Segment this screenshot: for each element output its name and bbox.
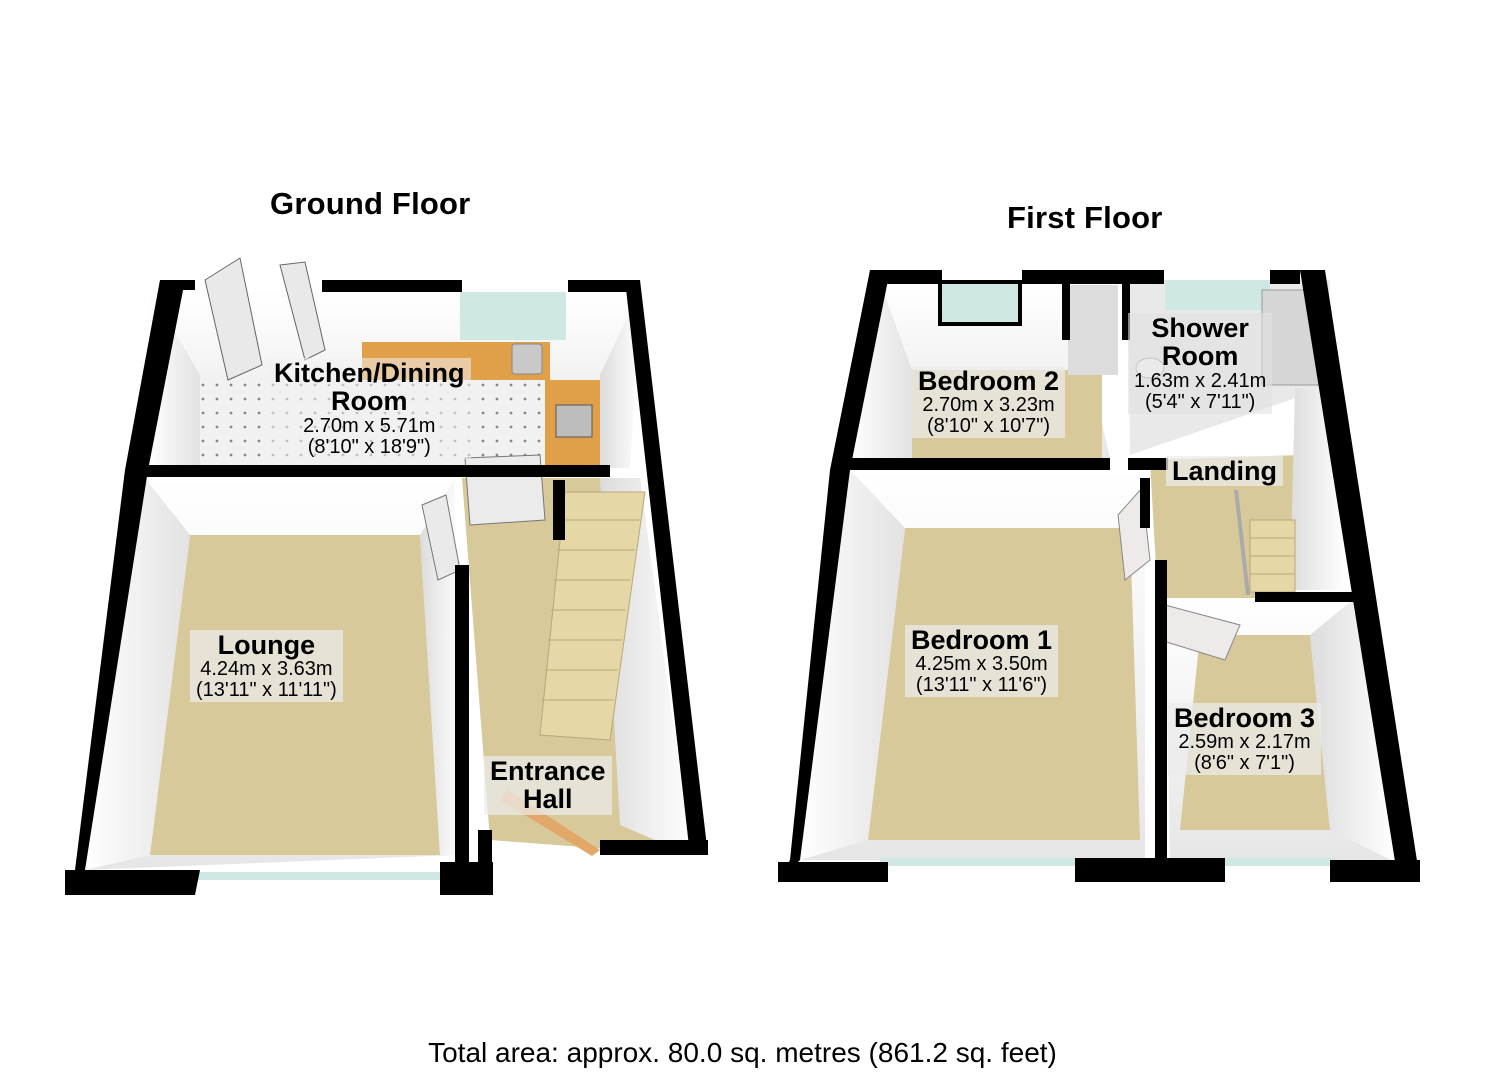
room-name-line2: Room [1161, 341, 1239, 372]
room-metric-dimensions: 1.63m x 2.41m [1134, 369, 1267, 392]
bedroom-2-window [938, 280, 1022, 326]
room-name-line2: Hall [523, 784, 573, 815]
room-label-lounge: Lounge 4.24m x 3.63m (13'11" x 11'11") [190, 630, 343, 703]
kitchen-window [460, 292, 566, 340]
room-imperial-dimensions: (8'6" x 7'1") [1194, 752, 1295, 775]
lounge-window [195, 872, 445, 880]
shower-window [1165, 280, 1270, 310]
first-floor-walls [778, 270, 1420, 882]
ground-floor-plan [65, 257, 708, 895]
room-imperial-dimensions: (13'11" x 11'6") [915, 674, 1048, 697]
room-imperial-dimensions: (13'11" x 11'11") [196, 679, 337, 702]
total-area-caption: Total area: approx. 80.0 sq. metres (861… [428, 1037, 1057, 1068]
ground-floor-title: Ground Floor [270, 186, 471, 221]
room-name: Bedroom 1 [911, 625, 1053, 655]
bedroom-1-window [880, 858, 1080, 866]
room-metric-dimensions: 2.70m x 5.71m [303, 414, 436, 437]
room-label-kitchen-dining: Kitchen/Dining Room 2.70m x 5.71m (8'10"… [268, 358, 471, 459]
room-name: Lounge [217, 630, 316, 660]
room-name-line2: Room [331, 386, 408, 417]
banister [1234, 489, 1250, 596]
room-metric-dimensions: 2.70m x 3.23m [922, 394, 1055, 417]
room-label-landing: Landing [1166, 456, 1283, 487]
french-doors-icon [204, 257, 326, 381]
room-name: Kitchen/Dining [274, 358, 465, 388]
room-name: Entrance [490, 756, 606, 786]
room-label-shower-room: Shower Room 1.63m x 2.41m (5'4" x 7'11") [1128, 313, 1273, 414]
first-floor-plan [778, 270, 1420, 882]
room-name: Landing [1172, 456, 1277, 486]
room-imperial-dimensions: (8'10" x 18'9") [307, 435, 431, 458]
room-label-bedroom-1: Bedroom 1 4.25m x 3.50m (13'11" x 11'6") [905, 625, 1059, 698]
staircase-icon [1234, 489, 1296, 596]
room-label-bedroom-3: Bedroom 3 2.59m x 2.17m (8'6" x 7'1") [1168, 703, 1322, 776]
room-name: Bedroom 2 [918, 366, 1060, 396]
room-imperial-dimensions: (5'4" x 7'11") [1144, 390, 1256, 413]
first-floor-title: First Floor [1007, 200, 1163, 235]
sink-icon [511, 343, 543, 375]
room-name: Shower [1151, 313, 1249, 343]
cupboard [1068, 285, 1118, 375]
hob-icon [555, 404, 593, 438]
bedroom-3-window [1225, 858, 1335, 866]
room-imperial-dimensions: (8'10" x 10'7") [927, 415, 1051, 438]
room-name: Bedroom 3 [1174, 703, 1316, 733]
staircase-icon [539, 491, 646, 741]
room-label-entrance-hall: Entrance Hall [484, 756, 612, 815]
room-label-bedroom-2: Bedroom 2 2.70m x 3.23m (8'10" x 10'7") [912, 366, 1066, 439]
room-metric-dimensions: 2.59m x 2.17m [1178, 731, 1311, 754]
room-metric-dimensions: 4.24m x 3.63m [200, 658, 333, 681]
room-metric-dimensions: 4.25m x 3.50m [915, 653, 1048, 676]
ground-floor-walls [65, 280, 708, 895]
